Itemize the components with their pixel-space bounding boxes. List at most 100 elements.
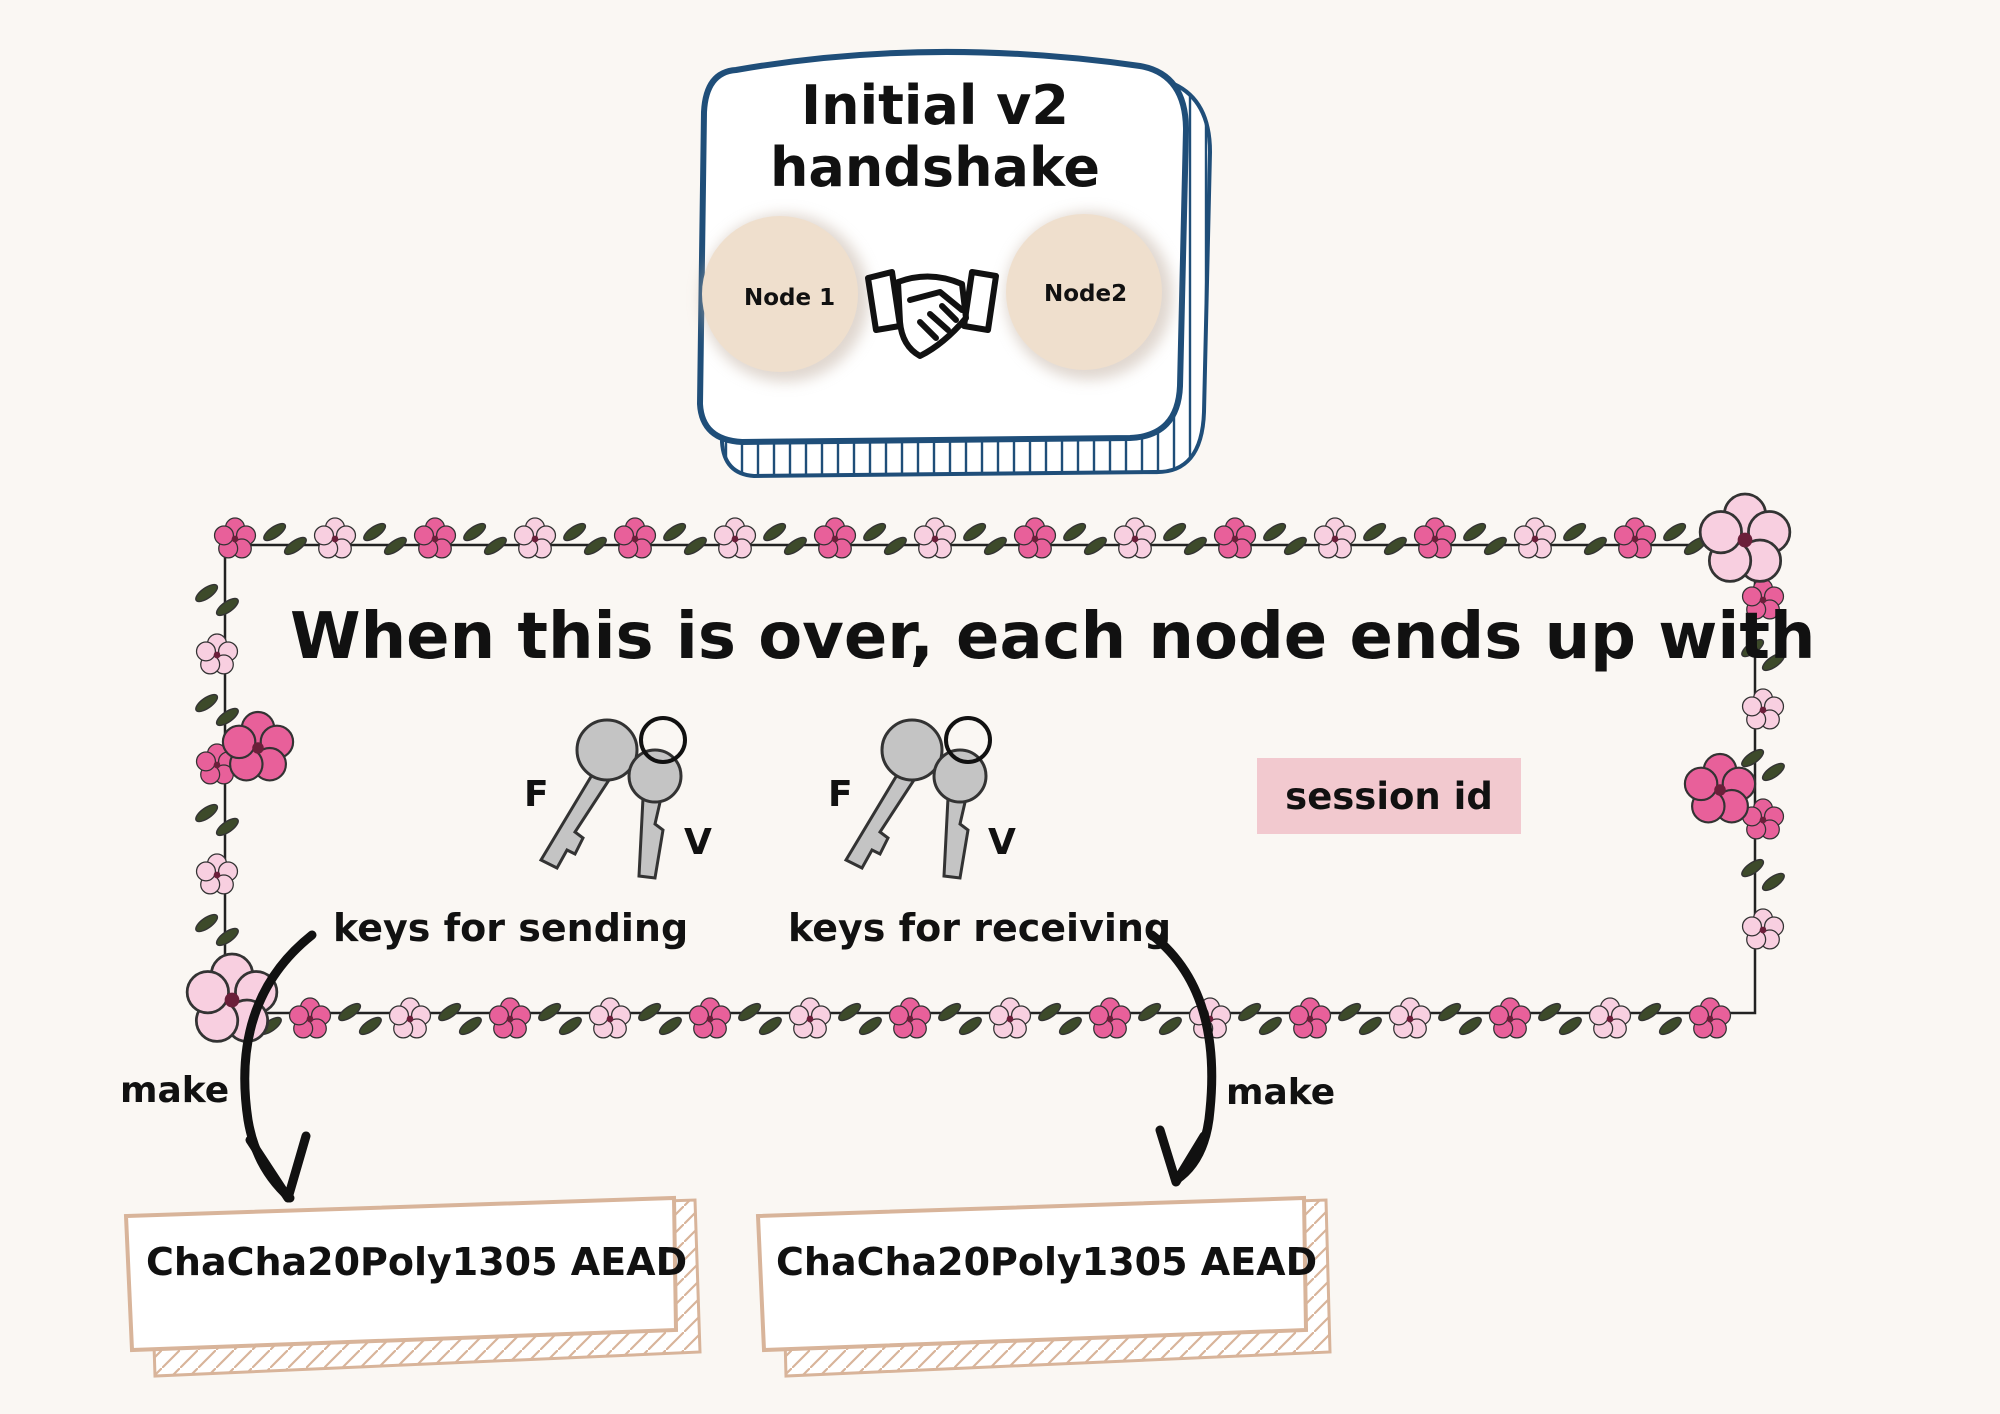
handshake-title-line1: Initial v2 — [801, 74, 1069, 137]
leaf-decoration — [1360, 519, 1410, 559]
leaf-decoration — [860, 519, 910, 559]
leaf-decoration — [260, 519, 310, 559]
leaf-decoration — [1160, 519, 1210, 559]
handshake-title-line2: handshake — [769, 136, 1101, 199]
blossom-center — [1131, 535, 1139, 543]
node2-circle — [1006, 214, 1162, 370]
leaf-decoration — [1435, 999, 1485, 1039]
leaf-decoration — [1260, 519, 1310, 559]
blossom-center — [1406, 1015, 1414, 1023]
leaf-decoration — [460, 519, 510, 559]
send-key-letter-v: V — [684, 822, 712, 863]
blossom-center — [1331, 535, 1339, 543]
leaf-decoration — [935, 999, 985, 1039]
aead-box-right — [755, 1195, 1332, 1378]
blossom-center — [1431, 535, 1439, 543]
leaf-decoration — [1035, 999, 1085, 1039]
blossom-center — [1531, 535, 1539, 543]
leaf-decoration — [335, 999, 385, 1039]
leaf-decoration — [192, 800, 242, 840]
node1-label: Node 1 — [744, 285, 836, 311]
blossom-center — [1759, 816, 1767, 824]
blossom-center — [306, 1015, 314, 1023]
arrow-right — [1147, 930, 1217, 1187]
node1-circle — [702, 216, 858, 372]
blossom-center — [631, 535, 639, 543]
send-key-letter-f: F — [524, 774, 549, 815]
blossom-center — [1759, 596, 1767, 604]
leaf-decoration — [192, 910, 242, 950]
blossom-center — [406, 1015, 414, 1023]
blossom-center — [1031, 535, 1039, 543]
blossom-center — [831, 535, 839, 543]
blossom-center — [331, 535, 339, 543]
blossom-center — [1759, 706, 1767, 714]
make-label-right: make — [1226, 1072, 1336, 1113]
blossom-center — [431, 535, 439, 543]
leaf-decoration — [1335, 999, 1385, 1039]
blossom-center — [224, 992, 240, 1008]
leaf-decoration — [360, 519, 410, 559]
blossom-center — [1631, 535, 1639, 543]
handshake-title: Initial v2 handshake — [700, 75, 1170, 199]
arrow-left — [240, 930, 317, 1203]
leaf-decoration — [835, 999, 885, 1039]
receiving-keys-icon — [843, 716, 992, 880]
leaf-decoration — [1738, 855, 1788, 895]
leaf-decoration — [192, 690, 242, 730]
recv-key-letter-f: F — [828, 774, 853, 815]
blossom-center — [706, 1015, 714, 1023]
recv-key-letter-v: V — [988, 822, 1016, 863]
leaf-decoration — [1535, 999, 1585, 1039]
leaf-decoration — [1460, 519, 1510, 559]
leaf-decoration — [635, 999, 685, 1039]
aead-box-left — [123, 1195, 702, 1378]
make-label-left: make — [120, 1070, 230, 1111]
leaf-decoration — [735, 999, 785, 1039]
blossom-center — [1737, 532, 1753, 548]
leaf-decoration — [192, 580, 242, 620]
leaf-decoration — [535, 999, 585, 1039]
blossom-center — [1106, 1015, 1114, 1023]
handshake-card — [696, 48, 1213, 479]
leaf-decoration — [560, 519, 610, 559]
blossom-center — [931, 535, 939, 543]
send-keys-label: keys for sending — [333, 906, 689, 950]
session-id-badge: session id — [1257, 758, 1521, 834]
blossom-center — [506, 1015, 514, 1023]
leaf-decoration — [1235, 999, 1285, 1039]
blossom-center — [213, 651, 221, 659]
node2-label: Node2 — [1044, 281, 1128, 307]
aead-label-right: ChaCha20Poly1305 AEAD — [776, 1240, 1318, 1284]
blossom-center — [1759, 926, 1767, 934]
leaf-decoration — [1560, 519, 1610, 559]
floral-frame — [185, 492, 1792, 1043]
blossom-center — [231, 535, 239, 543]
blossom-center — [252, 742, 264, 754]
blossom-center — [531, 535, 539, 543]
blossom-center — [213, 871, 221, 879]
blossom-center — [1306, 1015, 1314, 1023]
blossom-center — [731, 535, 739, 543]
leaf-decoration — [760, 519, 810, 559]
leaf-decoration — [960, 519, 1010, 559]
blossom-center — [806, 1015, 814, 1023]
blossom-center — [606, 1015, 614, 1023]
sending-keys-icon — [538, 716, 687, 880]
leaf-decoration — [1060, 519, 1110, 559]
leaf-decoration — [1635, 999, 1685, 1039]
blossom-center — [1706, 1015, 1714, 1023]
blossom-center — [1231, 535, 1239, 543]
aead-label-left: ChaCha20Poly1305 AEAD — [146, 1240, 688, 1284]
blossom-center — [1006, 1015, 1014, 1023]
leaf-decoration — [1135, 999, 1185, 1039]
handshake-icon — [865, 269, 999, 359]
recv-keys-label: keys for receiving — [788, 906, 1172, 950]
blossom-center — [1506, 1015, 1514, 1023]
blossom-center — [213, 761, 221, 769]
headline: When this is over, each node ends up wit… — [290, 600, 1816, 674]
leaf-decoration — [660, 519, 710, 559]
blossom-center — [1714, 784, 1726, 796]
